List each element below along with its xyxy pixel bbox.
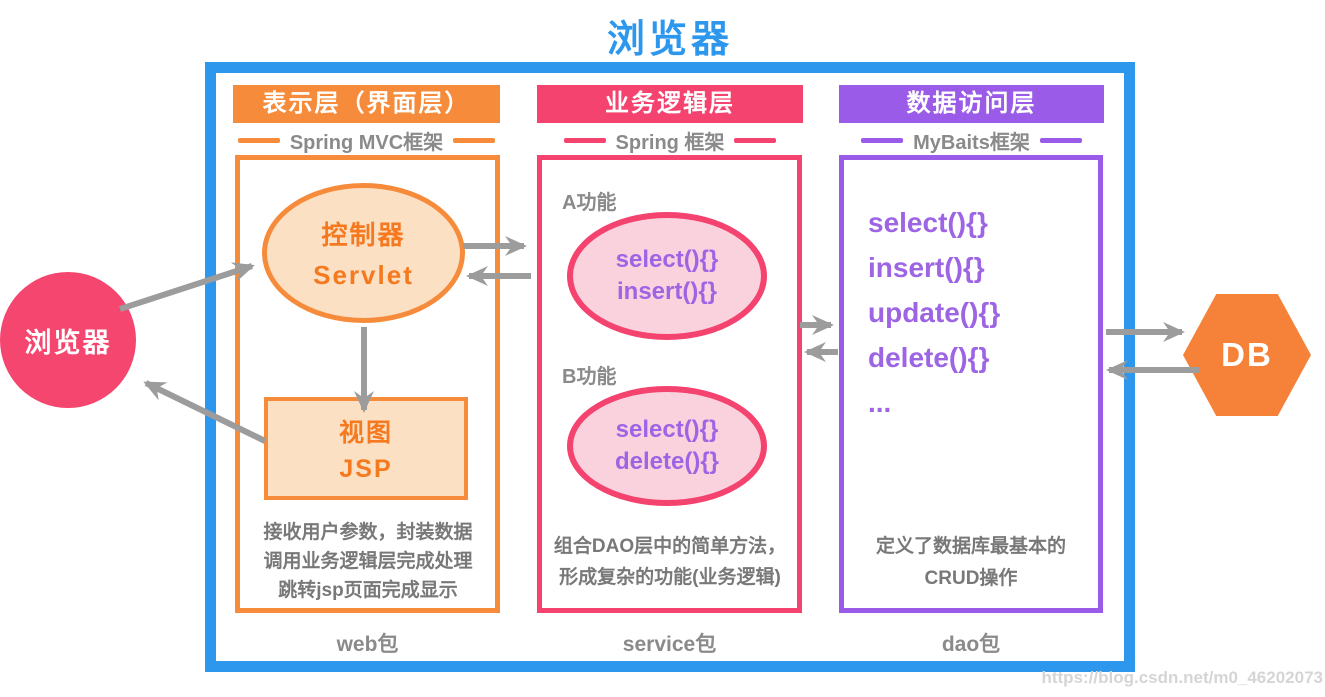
page-title: 浏览器 (606, 19, 733, 61)
function-b-node: select(){} delete(){} (567, 386, 767, 506)
function-b-label: B功能 (562, 366, 617, 388)
service-framework-label: Spring 框架 (615, 131, 725, 154)
dao-method-list: select(){} insert(){} update(){} delete(… (868, 200, 1000, 425)
dash-divider (861, 137, 904, 143)
description-line: CRUD操作 (924, 568, 1018, 589)
controller-subtitle: Servlet (313, 260, 414, 290)
method-label: select(){} (868, 207, 988, 238)
view-subtitle: JSP (339, 455, 393, 483)
method-label: insert(){} (616, 278, 718, 305)
method-label: update(){} (868, 297, 1001, 328)
method-label: select(){} (615, 246, 719, 273)
dao-description: 定义了数据库最基本的 CRUD操作 (842, 531, 1100, 595)
method-label: delete(){} (868, 342, 990, 373)
dash-divider (734, 137, 777, 143)
dash-divider (453, 137, 496, 143)
dao-framework: MyBaits框架 (839, 127, 1104, 154)
description-line: 跳转jsp页面完成显示 (278, 580, 458, 601)
service-layer-header: 业务逻辑层 (537, 85, 803, 123)
view-title: 视图 (338, 419, 393, 447)
method-label: select(){} (615, 416, 719, 443)
service-framework: Spring 框架 (537, 127, 803, 154)
function-a-node: select(){} insert(){} (567, 212, 767, 340)
presentation-framework-label: Spring MVC框架 (289, 131, 444, 154)
description-line: 组合DAO层中的简单方法， (553, 536, 787, 557)
description-line: 接收用户参数，封装数据 (263, 522, 473, 543)
controller-servlet-node: 控制器 Servlet (262, 183, 465, 323)
watermark: https://blog.csdn.net/m0_46202073 (1041, 668, 1323, 687)
description-line: 定义了数据库最基本的 (875, 536, 1066, 557)
dash-divider (1039, 137, 1082, 143)
dash-divider (563, 137, 606, 143)
dao-layer-box (839, 155, 1103, 613)
description-line: 调用业务逻辑层完成处理 (263, 551, 473, 572)
presentation-framework: Spring MVC框架 (233, 127, 500, 154)
method-label: insert(){} (868, 252, 985, 283)
service-description: 组合DAO层中的简单方法， 形成复杂的功能(业务逻辑) (540, 531, 800, 593)
dao-framework-label: MyBaits框架 (913, 131, 1030, 154)
web-package-label: web包 (336, 633, 399, 656)
browser-node: 浏览器 (0, 272, 136, 408)
controller-title: 控制器 (321, 220, 406, 250)
method-label: delete(){} (614, 448, 720, 475)
presentation-description: 接收用户参数，封装数据 调用业务逻辑层完成处理 跳转jsp页面完成显示 (238, 518, 498, 605)
presentation-layer-header: 表示层（界面层） (233, 85, 500, 123)
method-label: ... (868, 387, 892, 418)
description-line: 形成复杂的功能(业务逻辑) (559, 567, 781, 588)
dao-layer-header: 数据访问层 (839, 85, 1104, 123)
service-package-label: service包 (622, 633, 717, 656)
function-a-label: A功能 (562, 192, 617, 214)
dao-package-label: dao包 (941, 633, 1001, 656)
dash-divider (237, 137, 280, 143)
database-node: DB (1183, 294, 1311, 416)
view-jsp-node: 视图 JSP (264, 397, 468, 500)
